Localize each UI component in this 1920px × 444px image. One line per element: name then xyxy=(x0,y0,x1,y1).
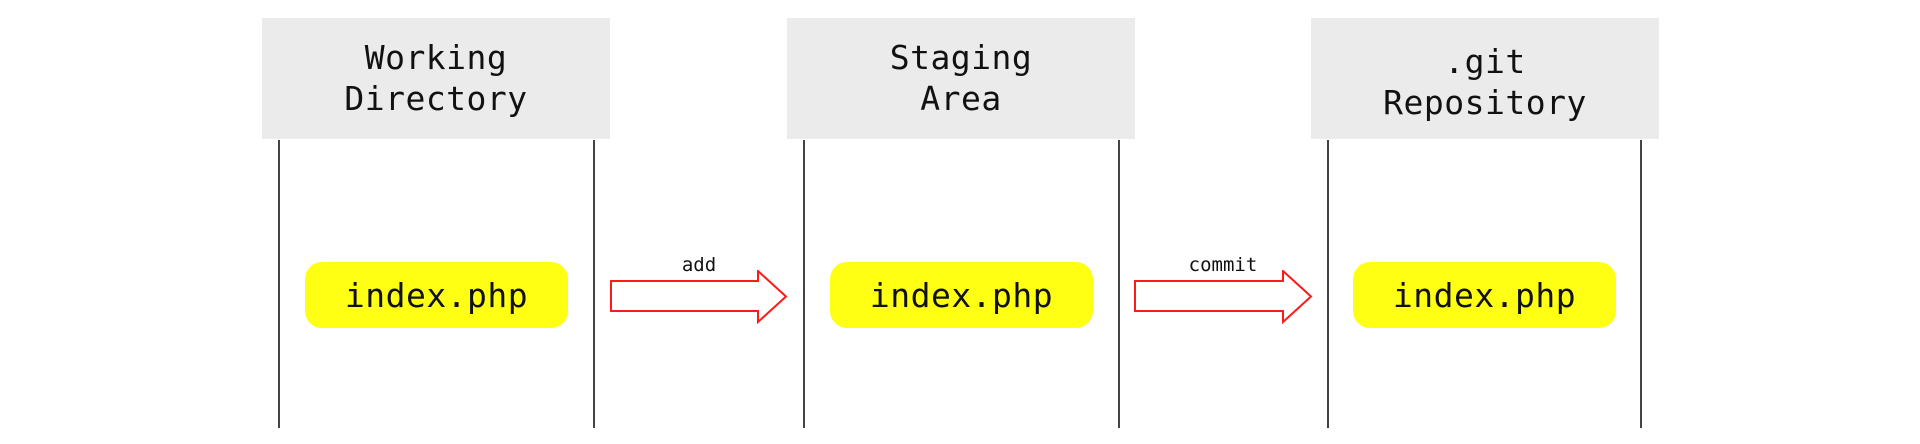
column-title-line1: Working xyxy=(364,37,508,77)
file-pill: index.php xyxy=(830,262,1093,328)
column-right-divider xyxy=(1118,140,1120,428)
column-header: Staging Area xyxy=(787,18,1135,139)
column-staging-area: Staging Area index.php xyxy=(787,0,1137,444)
arrow-label: add xyxy=(681,254,717,276)
right-arrow-icon xyxy=(1134,270,1313,325)
column-left-divider xyxy=(803,140,805,428)
column-right-divider xyxy=(593,140,595,428)
file-name: index.php xyxy=(344,275,529,315)
column-header: Working Directory xyxy=(262,18,610,139)
column-title-line2: Area xyxy=(920,78,1002,118)
column-title-line2: Repository xyxy=(1383,82,1587,122)
right-arrow-icon xyxy=(610,270,788,325)
add-arrow: add xyxy=(610,250,790,330)
commit-arrow: commit xyxy=(1134,250,1314,330)
file-pill: index.php xyxy=(305,262,568,328)
column-title-line1: Staging xyxy=(889,37,1033,77)
column-left-divider xyxy=(1327,140,1329,428)
file-name: index.php xyxy=(1392,275,1577,315)
arrow-label: commit xyxy=(1188,254,1258,276)
column-git-repository: .git Repository index.php xyxy=(1311,0,1661,444)
file-name: index.php xyxy=(869,275,1054,315)
column-working-directory: Working Directory index.php xyxy=(262,0,612,444)
file-pill: index.php xyxy=(1353,262,1616,328)
column-title-line2: Directory xyxy=(344,78,528,118)
column-title-line1: .git xyxy=(1444,41,1526,81)
column-header: .git Repository xyxy=(1311,18,1659,139)
column-left-divider xyxy=(278,140,280,428)
column-right-divider xyxy=(1640,140,1642,428)
